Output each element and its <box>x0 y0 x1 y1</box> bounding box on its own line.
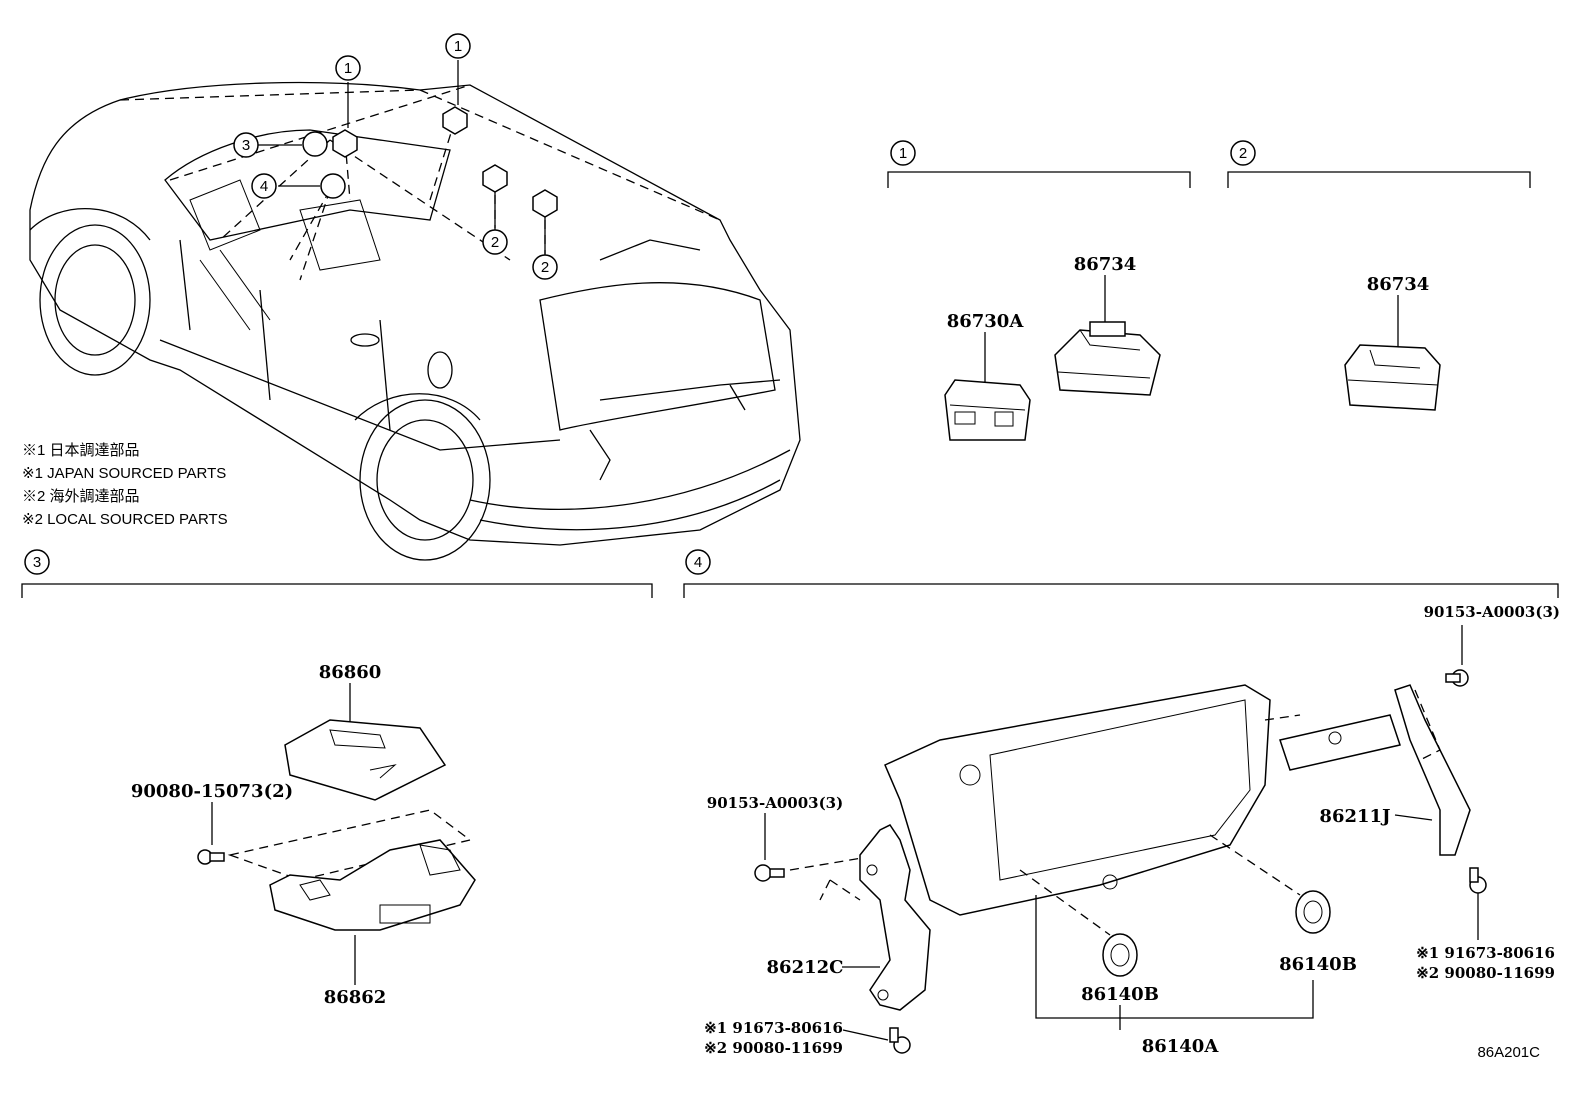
part-86730a: 86730A <box>947 311 1025 332</box>
part-86734: 86734 <box>1367 274 1430 295</box>
group-3: 3 86860 90080-15073(2) 86862 <box>21 549 653 1008</box>
bolt-icon <box>1469 867 1487 894</box>
hexagon-marker <box>532 189 558 218</box>
callout-1-top: 1 <box>335 55 361 81</box>
part-86860: 86860 <box>319 662 382 683</box>
glove-box-drawing <box>884 684 1271 916</box>
callout-4: 4 <box>251 173 277 199</box>
note-line: ※2 LOCAL SOURCED PARTS <box>22 511 228 528</box>
part-90153-a0003-right: 90153-A0003(3) <box>1424 603 1560 621</box>
part-86734-drawing <box>1054 321 1161 396</box>
bolt-note-left: ※1 91673-80616 <box>704 1019 843 1037</box>
svg-text:4: 4 <box>694 554 702 571</box>
part-86140b-right: 86140B <box>1279 954 1357 975</box>
group-2: 2 86734 <box>1227 140 1531 411</box>
part-86734: 86734 <box>1074 254 1137 275</box>
bolt-note-right: ※2 90080-11699 <box>1416 964 1555 982</box>
bracket-86212c-drawing <box>859 824 931 1011</box>
hexagon-marker <box>332 129 358 158</box>
circle-marker <box>302 131 328 157</box>
part-86730a-drawing <box>944 379 1031 441</box>
bracket-86211j-drawing <box>1279 684 1471 856</box>
bolt-note-left: ※2 90080-11699 <box>704 1039 843 1057</box>
part-86862: 86862 <box>324 987 387 1008</box>
svg-text:4: 4 <box>260 178 268 195</box>
hexagon-marker <box>482 164 508 193</box>
callout-2-a: 2 <box>482 229 508 255</box>
part-86862-drawing <box>269 839 476 931</box>
svg-text:2: 2 <box>541 259 549 276</box>
vehicle-illustration: 1 1 3 4 2 2 <box>29 33 801 561</box>
hexagon-marker <box>442 106 468 135</box>
diagram-code: 86A201C <box>1477 1044 1540 1061</box>
bolt-icon <box>197 849 225 865</box>
svg-text:3: 3 <box>242 137 250 154</box>
part-86212c: 86212C <box>767 957 844 978</box>
svg-text:2: 2 <box>491 234 499 251</box>
part-86211j: 86211J <box>1319 806 1390 827</box>
svg-text:2: 2 <box>1239 145 1247 162</box>
part-86140a: 86140A <box>1142 1036 1220 1057</box>
note-line: ※1 JAPAN SOURCED PARTS <box>22 465 226 482</box>
bolt-note-right: ※1 91673-80616 <box>1416 944 1555 962</box>
circle-marker <box>320 173 346 199</box>
part-90153-a0003-left: 90153-A0003(3) <box>707 794 843 812</box>
part-86734-drawing <box>1344 344 1441 411</box>
part-86140b-left: 86140B <box>1081 984 1159 1005</box>
part-86860-drawing <box>284 719 447 801</box>
callout-2-b: 2 <box>532 254 558 280</box>
bolt-icon <box>1445 669 1469 687</box>
group-4: 4 90153-A0003(3) 90153-A0003(3) <box>683 549 1560 1057</box>
note-line: ※1 日本調達部品 <box>22 442 140 459</box>
note-line: ※2 海外調達部品 <box>22 488 140 505</box>
bolt-icon <box>889 1027 911 1054</box>
svg-text:1: 1 <box>899 145 907 162</box>
svg-text:1: 1 <box>454 38 462 55</box>
callout-3: 3 <box>233 132 259 158</box>
part-90080-15073: 90080-15073(2) <box>131 781 293 802</box>
callout-1-roof: 1 <box>445 33 471 59</box>
svg-text:1: 1 <box>344 60 352 77</box>
sourcing-notes: ※1 日本調達部品 ※1 JAPAN SOURCED PARTS ※2 海外調達… <box>22 442 228 528</box>
group-1: 1 86734 86730A <box>887 140 1191 441</box>
stopper-86140b-drawing <box>1102 890 1331 977</box>
svg-text:3: 3 <box>33 554 41 571</box>
bolt-icon <box>754 864 785 882</box>
